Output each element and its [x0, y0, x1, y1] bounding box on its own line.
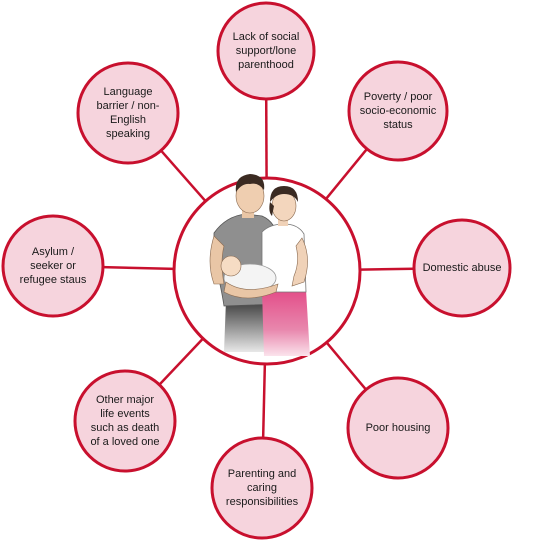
- node-label-poverty: Poverty / poor socio-economic status: [359, 91, 437, 131]
- connector-parenting: [261, 363, 267, 439]
- node-label-life-events: Other major life events such as death of…: [90, 394, 160, 448]
- node-circle-social-support: [216, 1, 316, 101]
- outer-nodes: [1, 1, 512, 540]
- node-label-asylum: Asylum / seeker or refugee staus: [19, 246, 87, 286]
- connector-life-events: [158, 337, 204, 386]
- node-label-poor-housing: Poor housing: [365, 422, 431, 434]
- node-label-language: Language barrier / non-English speaking: [96, 86, 160, 140]
- connector-poor-housing: [325, 341, 367, 391]
- connector-domestic-abuse: [359, 267, 415, 271]
- node-circle-poor-housing: [346, 376, 450, 480]
- connector-language: [160, 149, 207, 203]
- connector-asylum: [102, 265, 175, 271]
- node-circle-language: [76, 61, 180, 165]
- node-circle-poverty: [347, 60, 449, 162]
- node-circle-domestic-abuse: [412, 218, 512, 318]
- node-label-parenting: Parenting and caring responsibilities: [225, 468, 299, 508]
- node-label-domestic-abuse: Domestic abuse: [422, 262, 502, 274]
- node-circle-asylum: [1, 214, 105, 318]
- connector-poverty: [324, 148, 368, 200]
- node-circle-parenting: [210, 436, 314, 540]
- node-circle-life-events: [73, 369, 177, 473]
- node-label-social-support: Lack of social support/lone parenthood: [232, 31, 300, 71]
- connector-lines: [102, 98, 415, 439]
- family-illustration-icon: [209, 174, 310, 356]
